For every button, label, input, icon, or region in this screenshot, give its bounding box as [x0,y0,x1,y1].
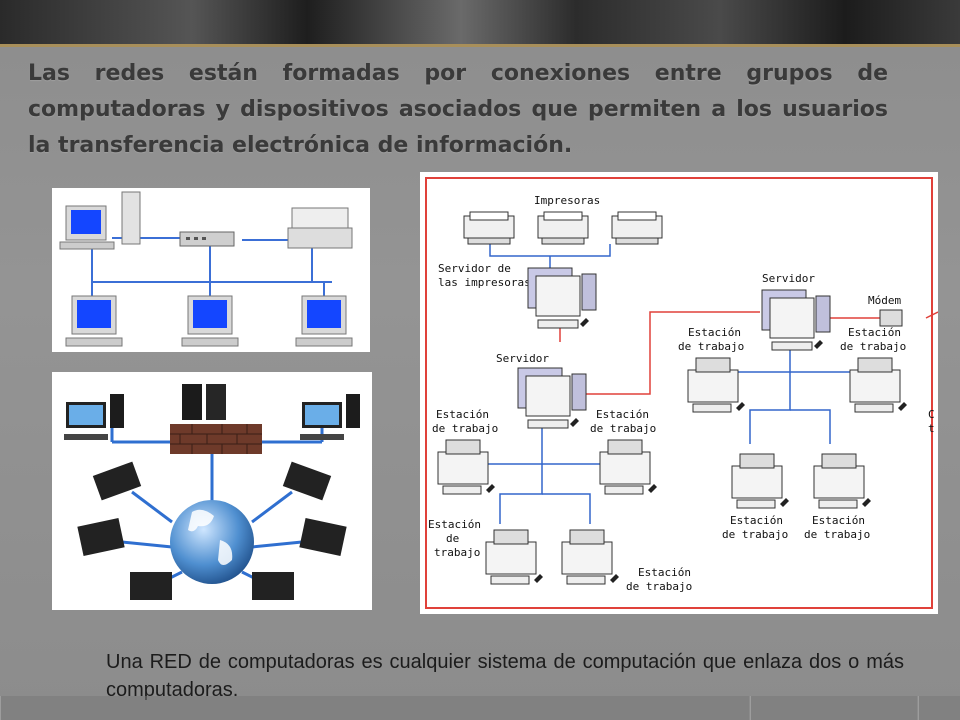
footer-decoration [0,696,960,720]
workstation-label-line2: de trabajo [626,580,692,593]
workstation-icon [731,453,790,509]
internet-network-illustration [64,384,360,600]
workstation-label: Estación [436,408,489,421]
print-server-icon [527,267,597,329]
slide-heading: Las redes están formadas por conexiones … [28,61,888,158]
printers-label: Impresoras [534,194,600,207]
clipped-label: C [928,408,935,421]
workstation-label-line2: de trabajo [722,528,788,541]
globe-icon [170,500,254,584]
workstation-icon [599,439,658,495]
footer-tab [0,696,749,720]
workstation-icon [687,357,746,413]
laptop-icon [77,461,347,600]
workstation-label: Estación [688,326,741,339]
slide-caption: Una RED de computadoras es cualquier sis… [106,651,904,701]
workstation-label-line2: de [446,532,459,545]
server-icon [517,367,587,429]
modem-icon [879,309,903,327]
workstation-icon [849,357,908,413]
workstation-label-line2: de trabajo [840,340,906,353]
workstation-label: Estación [730,514,783,527]
network-boundary [425,177,933,609]
server-icon [761,289,831,351]
workstation-icon [485,529,544,585]
hub-icon [179,231,235,247]
printer-icon [287,207,353,249]
footer-tab [750,696,917,720]
workstation-label: Estación [812,514,865,527]
server-right-label: Servidor [762,272,815,285]
print-server-label: Servidor de [438,262,511,275]
workstation-label: Estación [596,408,649,421]
desktop-computer-icon [64,394,124,440]
network-topology-diagram: Impresoras Servidor de las impresoras Se… [420,172,938,614]
footer-tab [918,696,960,720]
workstation-label-line2: de trabajo [678,340,744,353]
modem-label: Módem [868,294,901,307]
workstation-label-line3: trabajo [434,546,480,559]
workstation-label: Estación [638,566,691,579]
desktop-computer-icon [300,394,360,440]
desktop-computer-icon [181,295,239,347]
workstation-label: Estación [428,518,481,531]
network-topology-illustration: Impresoras Servidor de las impresoras Se… [425,177,938,609]
workstation-icon [561,529,620,585]
accent-line [0,44,960,47]
workstation-label: Estación [848,326,901,339]
desktop-computer-icon [65,295,123,347]
workstation-label-line2: de trabajo [432,422,498,435]
desktop-computer-icon [295,295,353,347]
server-icon [182,384,226,420]
firewall-icon [170,424,262,454]
printer-icon [537,211,589,245]
print-server-label-line2: las impresoras [438,276,531,289]
internet-network-image [52,372,372,610]
clipped-label-line2: t [928,422,935,435]
workstation-icon [437,439,496,495]
workstation-icon [813,453,872,509]
printer-icon [611,211,663,245]
bus-network-illustration [59,191,353,347]
server-left-label: Servidor [496,352,549,365]
bus-network-image [52,188,370,352]
top-decorative-band [0,0,960,44]
workstation-label-line2: de trabajo [590,422,656,435]
desktop-computer-icon [59,191,141,250]
workstation-label-line2: de trabajo [804,528,870,541]
printer-icon [463,211,515,245]
